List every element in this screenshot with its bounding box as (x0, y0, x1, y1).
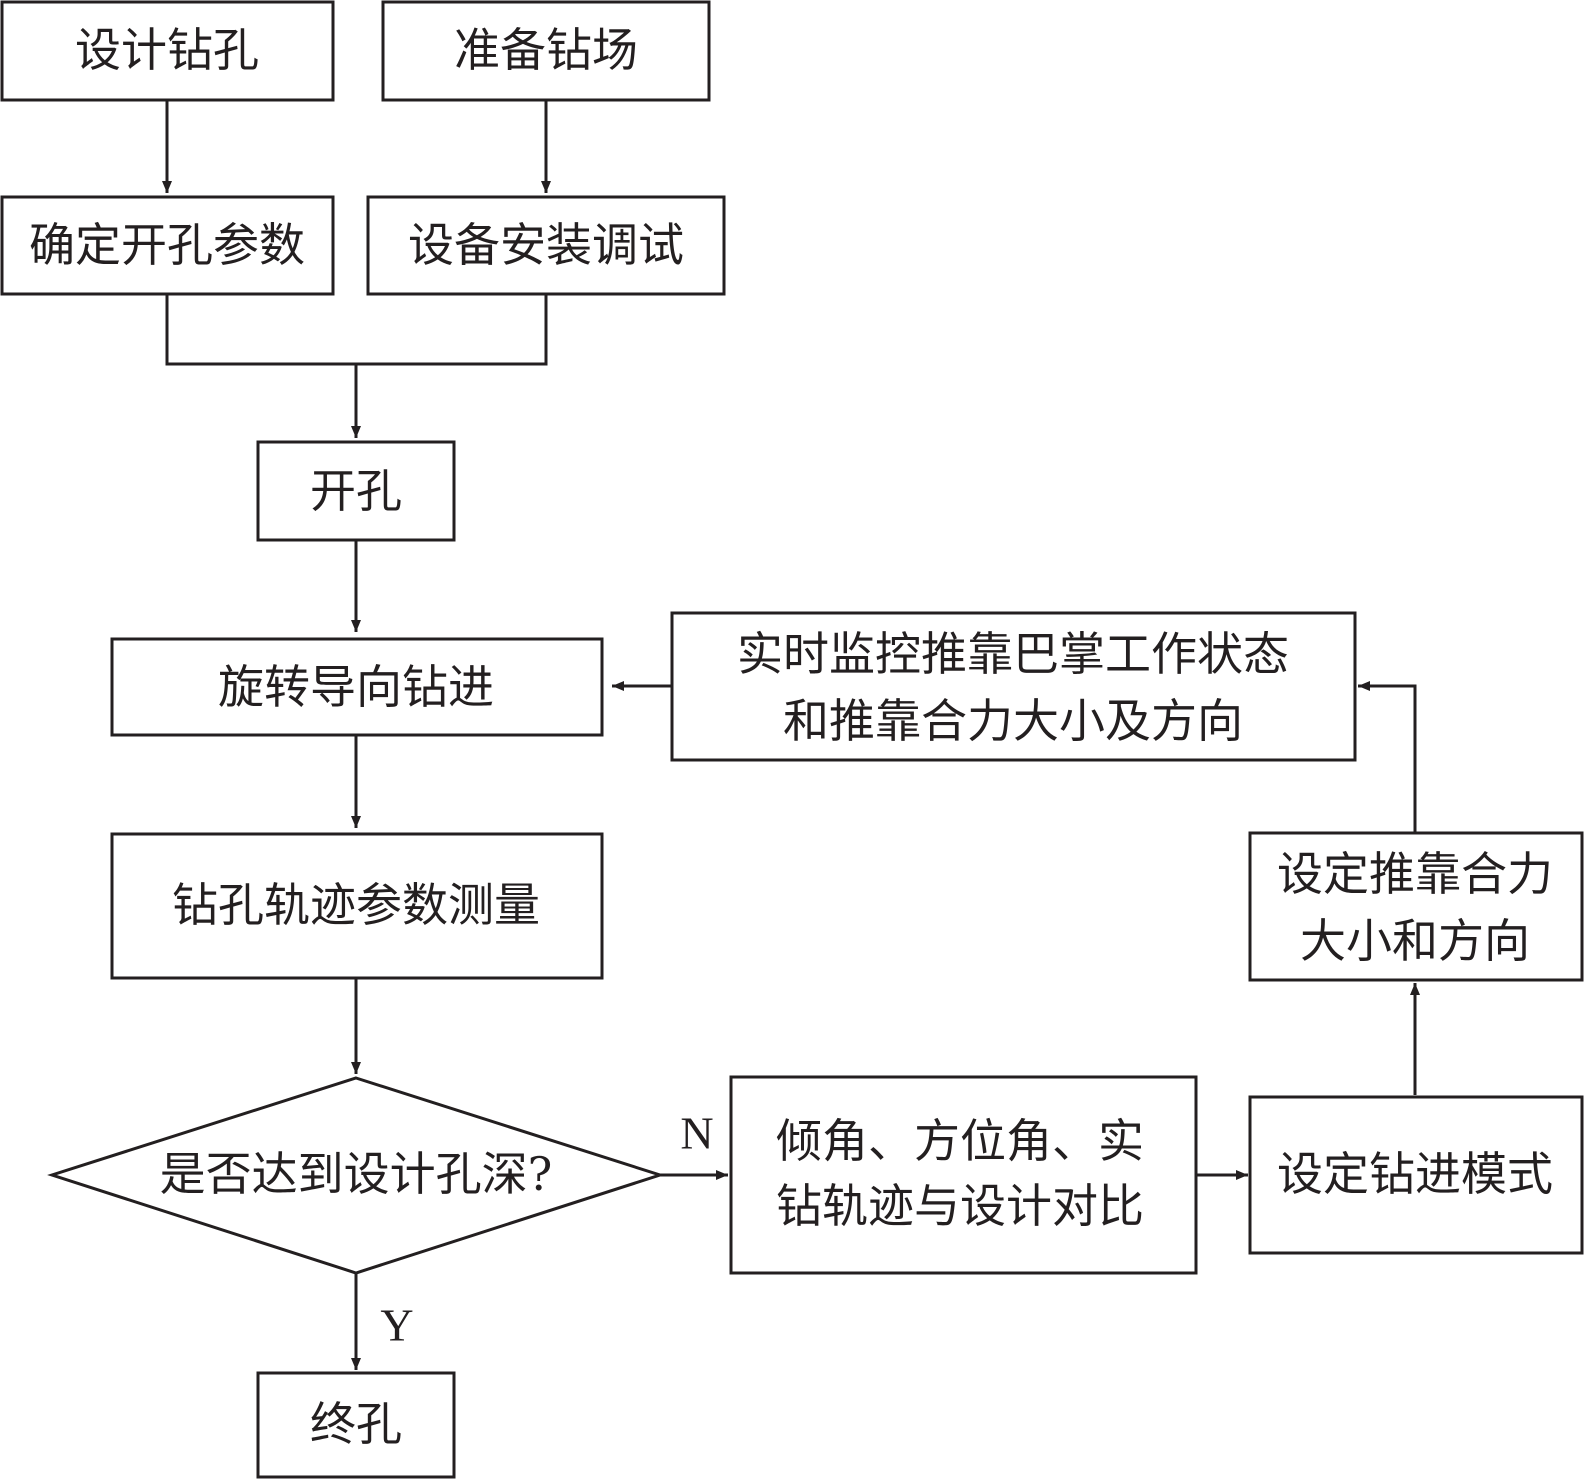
label-monitor-line-2: 和推靠合力大小及方向 (783, 694, 1243, 748)
node-design-hole (0, 0, 335, 102)
label-rotary-steering: 旋转导向钻进 (218, 660, 494, 714)
node-monitor (670, 611, 1357, 762)
node-equipment-install (366, 195, 726, 296)
label-set-mode: 设定钻进模式 (1277, 1147, 1553, 1201)
node-open-hole (256, 440, 456, 542)
label-decision: 是否达到设计孔深? (160, 1147, 553, 1201)
label-prepare-site: 准备钻场 (454, 23, 638, 77)
label-trajectory-measure: 钻孔轨迹参数测量 (172, 878, 540, 932)
node-prepare-site (381, 0, 711, 102)
label-design-hole: 设计钻孔 (75, 23, 259, 77)
edge-label-no: N (680, 1108, 713, 1159)
node-end-hole (256, 1371, 456, 1479)
node-trajectory-measure (110, 832, 604, 980)
label-monitor-line-1: 实时监控推靠巴掌工作状态 (737, 627, 1289, 681)
label-equipment-install: 设备安装调试 (408, 218, 684, 272)
node-set-force (1248, 831, 1584, 982)
label-compare-line-1: 倾角、方位角、实 (776, 1114, 1144, 1168)
label-set-force-line-1: 设定推靠合力 (1277, 847, 1553, 901)
node-determine-params (0, 195, 335, 296)
label-set-force-line-2: 大小和方向 (1300, 914, 1530, 968)
node-set-mode (1248, 1095, 1584, 1255)
arrow-force-to-monitor (1358, 681, 1417, 833)
label-open-hole: 开孔 (310, 464, 402, 518)
label-compare-line-2: 钻轨迹与设计对比 (776, 1179, 1144, 1233)
merge-line (165, 294, 548, 366)
node-rotary-steering (110, 637, 604, 737)
connectors (162, 100, 1420, 1370)
edge-label-yes: Y (380, 1300, 413, 1351)
node-compare (729, 1075, 1198, 1275)
label-determine-params: 确定开孔参数 (29, 218, 305, 272)
node-decision (47, 1076, 665, 1275)
label-end-hole: 终孔 (310, 1397, 402, 1451)
